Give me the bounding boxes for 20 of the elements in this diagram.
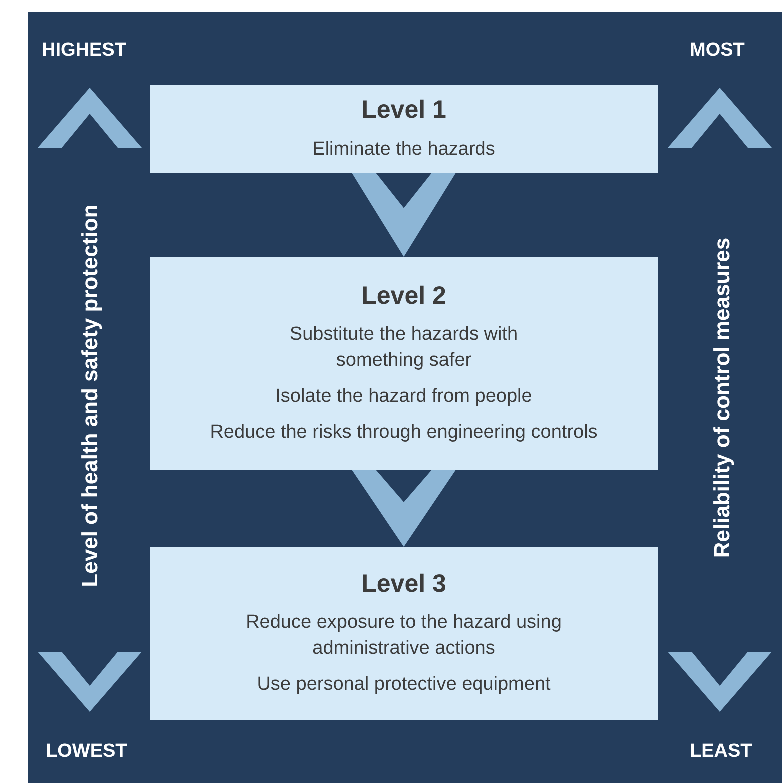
axis-title: Level of health and safety protection [76,204,104,588]
level-description: Substitute the hazards with something safer [288,323,520,374]
level-description: Reduce the risks through engineering controls [210,421,598,446]
level-description: Use personal protective equipment [257,673,551,698]
level-heading: Level 2 [362,280,446,312]
level-box [150,257,658,470]
chevron-arrow [352,173,456,257]
scale-label: MOST [690,39,745,63]
level-description: Isolate the hazard from people [276,385,532,410]
level-description: Eliminate the hazards [312,138,496,162]
chevron-arrow [352,470,456,547]
level-heading: Level 1 [362,95,446,126]
level-box [150,547,658,720]
level-heading: Level 3 [362,568,446,600]
level-description: Reduce exposure to the hazard using administrative actions [245,611,563,662]
axis-title: Reliability of control measures [708,238,736,558]
level-box [150,85,658,173]
scale-label: HIGHEST [42,39,126,63]
scale-label: LOWEST [46,740,128,764]
scale-label: LEAST [690,740,752,764]
